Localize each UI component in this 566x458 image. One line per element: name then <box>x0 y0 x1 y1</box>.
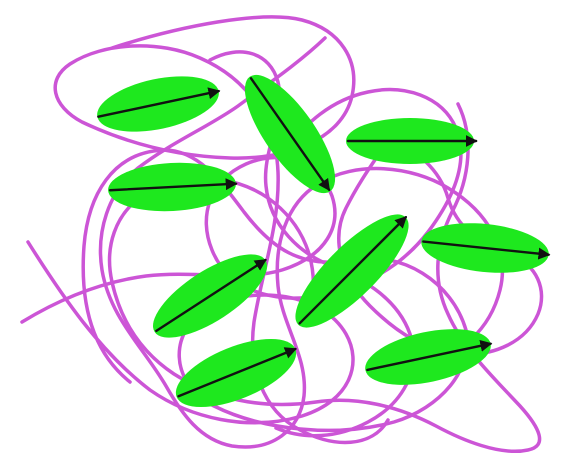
polymer-mesh-diagram <box>0 0 566 458</box>
